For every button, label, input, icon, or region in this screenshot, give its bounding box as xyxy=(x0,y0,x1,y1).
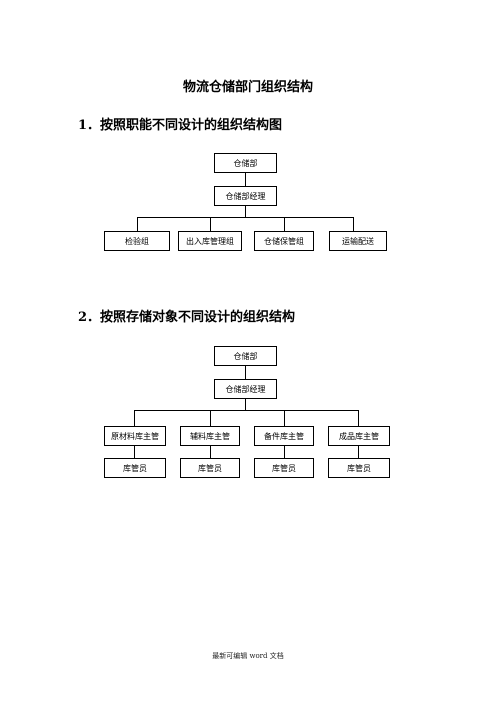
section1-heading: 1．按照职能不同设计的组织结构图 xyxy=(78,118,283,133)
s1-group-box: 检验组 xyxy=(104,231,170,251)
s2-supervisor-box: 备件库主管 xyxy=(254,426,314,446)
s2-clerk-box: 库管员 xyxy=(254,458,314,478)
s2-connector xyxy=(210,446,211,458)
s1-connector xyxy=(284,217,285,231)
s2-connector xyxy=(358,446,359,458)
s2-root-box: 仓储部 xyxy=(214,346,277,366)
s1-manager-box: 仓储部经理 xyxy=(214,186,277,206)
s2-connector xyxy=(134,410,358,411)
s2-connector xyxy=(210,410,211,426)
s2-supervisor-box: 辅料库主管 xyxy=(180,426,240,446)
s2-clerk-box: 库管员 xyxy=(104,458,166,478)
s2-connector xyxy=(358,410,359,426)
s1-group-box: 仓储保管组 xyxy=(254,231,314,251)
s1-connector xyxy=(245,173,246,186)
s2-connector xyxy=(284,446,285,458)
s1-connector xyxy=(137,217,138,231)
page-footer: 最新可编辑 word 文档 xyxy=(212,652,284,660)
s1-connector xyxy=(245,206,246,217)
s2-supervisor-box: 原材料库主管 xyxy=(104,426,166,446)
s2-supervisor-box: 成品库主管 xyxy=(328,426,390,446)
s1-connector xyxy=(137,217,354,218)
s1-root-box: 仓储部 xyxy=(214,153,277,173)
s2-clerk-box: 库管员 xyxy=(328,458,390,478)
s1-connector xyxy=(353,217,354,231)
s1-group-box: 出入库管理组 xyxy=(178,231,242,251)
s2-connector xyxy=(134,446,135,458)
s2-manager-box: 仓储部经理 xyxy=(214,379,277,399)
s2-connector xyxy=(134,410,135,426)
s2-connector xyxy=(284,410,285,426)
s1-connector xyxy=(210,217,211,231)
document-title: 物流仓储部门组织结构 xyxy=(182,80,313,95)
section2-heading: 2．按照存储对象不同设计的组织结构 xyxy=(78,310,296,325)
s2-connector xyxy=(245,366,246,379)
s2-clerk-box: 库管员 xyxy=(180,458,240,478)
s1-group-box: 运输配送 xyxy=(329,231,387,251)
s2-connector xyxy=(245,399,246,410)
